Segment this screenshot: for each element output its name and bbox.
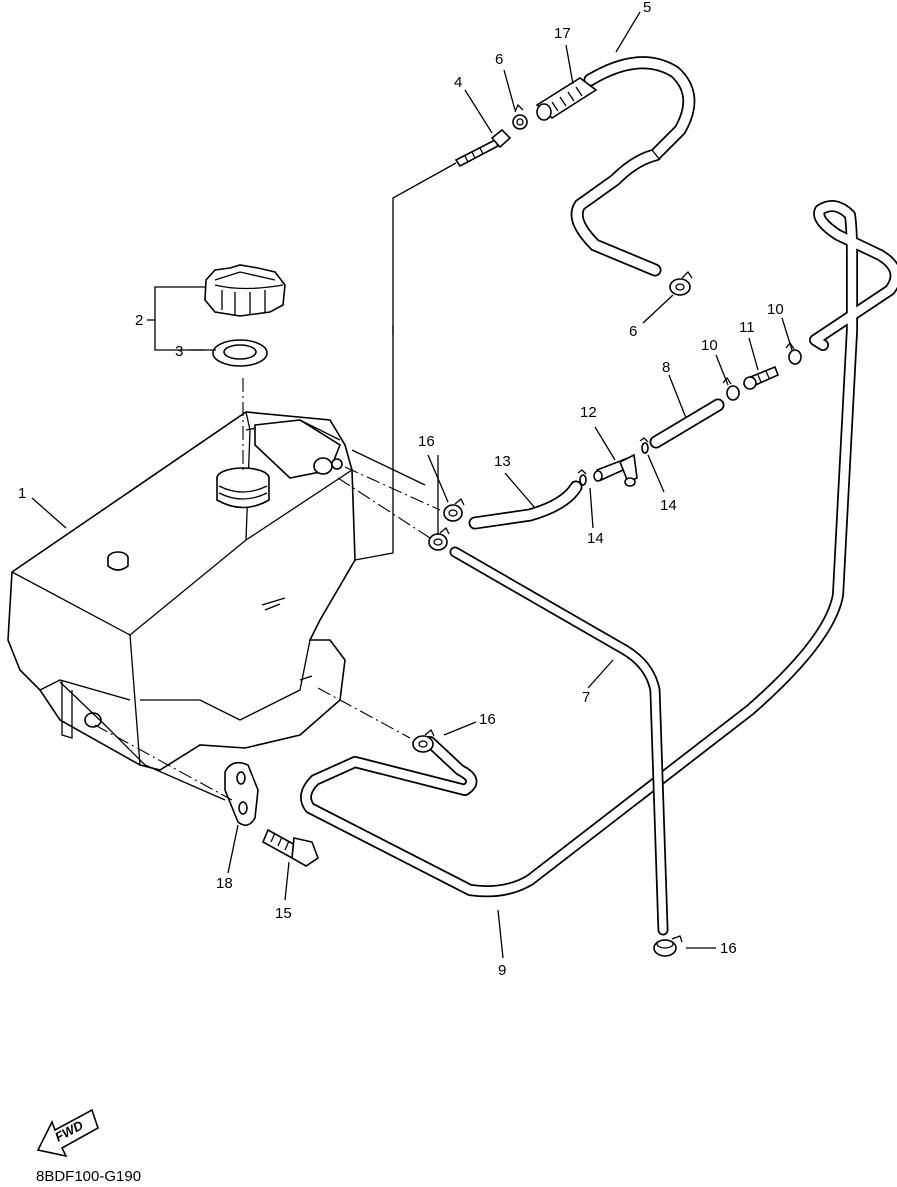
bolt-4: [454, 128, 512, 168]
overflow-hose-9: [300, 200, 897, 898]
clip-16-middle: [428, 526, 450, 551]
clip-14-right: [639, 437, 649, 454]
label-part-18: 18: [216, 875, 233, 892]
check-valve-17: [535, 77, 598, 121]
label-part-15: 15: [275, 905, 292, 922]
hose-8: [649, 398, 725, 449]
hose-13: [468, 480, 583, 530]
clip-6-top: [512, 103, 528, 130]
fuel-cap: [204, 264, 286, 317]
clip-14-left: [577, 469, 587, 486]
clip-16-upper: [443, 497, 465, 522]
label-part-17: 17: [554, 25, 571, 42]
clip-16-lower: [412, 728, 435, 753]
t-joint-12: [593, 453, 638, 487]
breather-hose-5: [570, 56, 696, 277]
bracket-18: [224, 761, 259, 826]
bolt-15: [261, 828, 319, 867]
clip-16-bottom: [653, 935, 683, 957]
joint-11: [743, 365, 780, 390]
label-part-9: 9: [498, 962, 506, 979]
label-part-7: 7: [582, 689, 590, 706]
label-part-8: 8: [662, 359, 670, 376]
fwd-arrow-icon: FWD: [36, 1108, 99, 1158]
label-part-10-right: 10: [767, 301, 784, 318]
fuel-tank: [7, 411, 356, 771]
label-part-1: 1: [18, 485, 26, 502]
cap-bracket-line: [147, 286, 205, 351]
leader-lines: [31, 11, 793, 959]
clip-10-left: [722, 376, 740, 401]
label-part-5: 5: [643, 0, 651, 16]
label-part-14-left: 14: [587, 530, 604, 547]
label-part-16-lower: 16: [479, 711, 496, 728]
label-part-13: 13: [494, 453, 511, 470]
label-part-3: 3: [175, 343, 183, 360]
label-part-2: 2: [135, 312, 143, 329]
label-part-6-lower: 6: [629, 323, 637, 340]
clip-6-lower: [669, 270, 693, 296]
label-part-6-top: 6: [495, 51, 503, 68]
diagram-code: 8BDF100-G190: [36, 1168, 141, 1185]
clip-10-right: [785, 341, 802, 365]
label-part-10-left: 10: [701, 337, 718, 354]
label-part-14-right: 14: [660, 497, 677, 514]
label-part-16-upper: 16: [418, 433, 435, 450]
label-part-16-bottom: 16: [720, 940, 737, 957]
hose-7: [449, 546, 669, 936]
cap-gasket: [212, 339, 268, 367]
label-part-4: 4: [454, 74, 462, 91]
label-part-11: 11: [739, 319, 755, 336]
label-part-12: 12: [580, 404, 597, 421]
